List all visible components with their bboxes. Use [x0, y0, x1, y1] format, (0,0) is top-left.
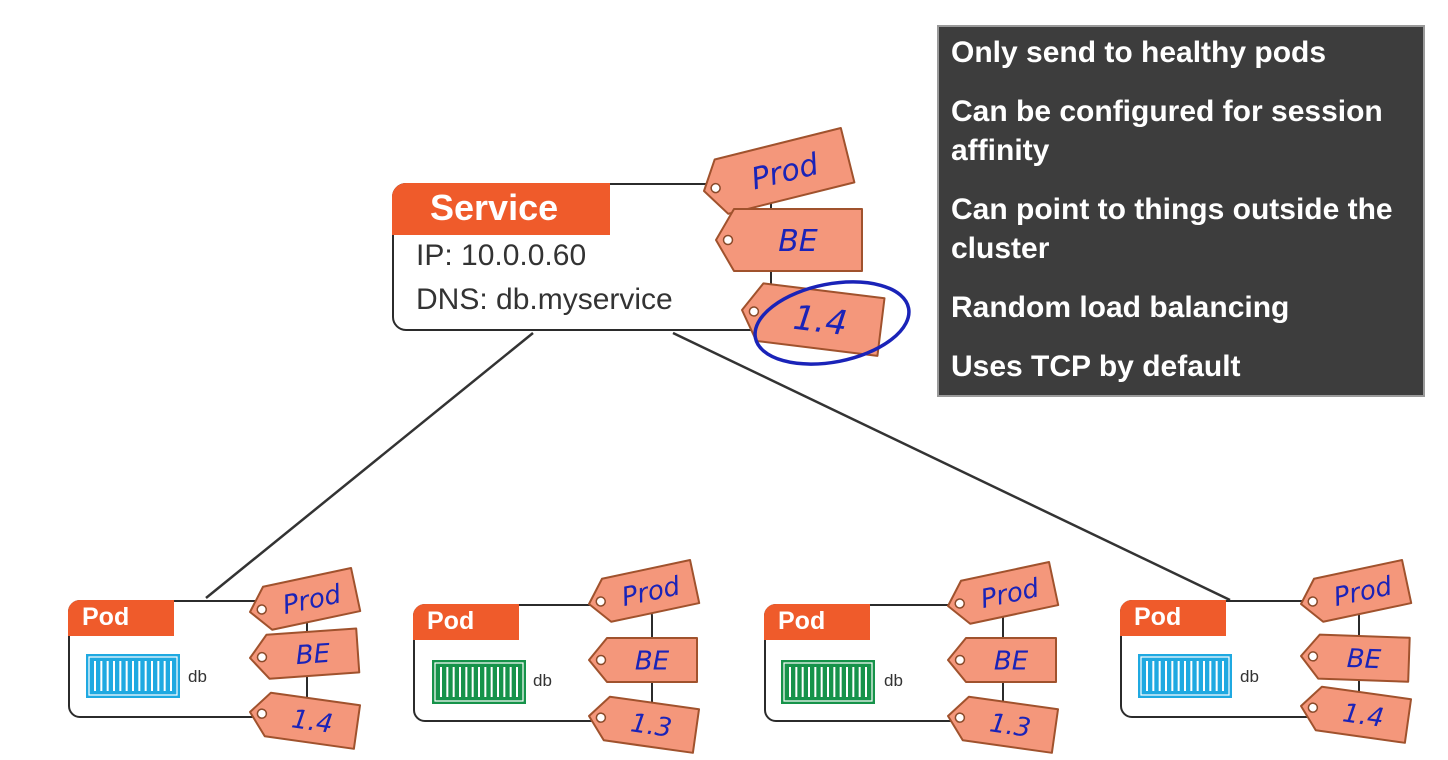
info-item: Only send to healthy pods: [951, 36, 1327, 69]
tag-hole-icon: [256, 604, 267, 615]
label-tag-text: 1.3: [629, 708, 674, 743]
container-icon: [1138, 654, 1232, 698]
label-tag: Prod: [947, 561, 1060, 625]
container-icon: [432, 660, 526, 704]
pod-container-label: db: [188, 667, 207, 686]
pod-container-label: db: [884, 671, 903, 690]
label-tag-shape: [588, 559, 701, 623]
info-item: Uses TCP by default: [951, 350, 1241, 383]
label-tag-text: 1.3: [988, 708, 1033, 743]
label-tag-shape: [947, 637, 1057, 683]
tag-hole-icon: [1307, 596, 1318, 607]
label-tag: 1.4: [1300, 685, 1413, 744]
pod-header: Pod: [1120, 600, 1226, 636]
label-tag-shape: [588, 695, 701, 754]
label-tag: BE: [588, 637, 698, 683]
info-item: Can point to things outside the cluster: [951, 193, 1393, 265]
label-tag-text: BE: [778, 224, 818, 259]
service-ip: IP: 10.0.0.60: [416, 239, 587, 272]
label-tag: Prod: [703, 127, 856, 215]
label-tag: BE: [715, 208, 863, 272]
tag-hole-icon: [595, 654, 607, 666]
label-tag-shape: [249, 567, 362, 631]
tag-hole-icon: [256, 708, 268, 719]
connector-line: [205, 332, 534, 599]
tag-hole-icon: [256, 651, 268, 663]
pod-container-label: db: [533, 671, 552, 690]
tag-hole-icon: [722, 234, 734, 246]
service-dns: DNS: db.myservice: [416, 283, 673, 316]
pod-header: Pod: [764, 604, 870, 640]
label-tag-text: BE: [994, 646, 1029, 676]
tag-hole-icon: [1307, 702, 1319, 713]
pod-header: Pod: [413, 604, 519, 640]
container-icon: [781, 660, 875, 704]
tag-hole-icon: [595, 596, 606, 607]
tag-hole-icon: [954, 598, 965, 609]
label-tag-shape: [1300, 559, 1413, 623]
label-tag-shape: [947, 695, 1060, 754]
label-tag-shape: [947, 561, 1060, 625]
info-panel: Only send to healthy pods Can be configu…: [937, 25, 1425, 397]
label-tag: BE: [249, 627, 361, 680]
label-tag-text: 1.4: [1341, 698, 1386, 733]
label-tag-text: BE: [295, 639, 332, 671]
label-tag: 1.3: [588, 695, 701, 754]
container-icon: [86, 654, 180, 698]
label-tag: Prod: [249, 567, 362, 631]
tag-hole-icon: [954, 654, 966, 666]
label-tag: 1.3: [947, 695, 1060, 754]
tag-hole-icon: [595, 712, 607, 723]
label-tag-text: 1.4: [290, 704, 335, 739]
annotation-circle: [753, 280, 911, 366]
info-item: Can be configured for session affinity: [951, 95, 1383, 167]
service-header: Service: [392, 183, 610, 235]
label-tag-text: 1.4: [791, 298, 850, 344]
label-tag-shape: [588, 637, 698, 683]
label-tag-shape: [1300, 685, 1413, 744]
label-tag: BE: [1300, 633, 1411, 683]
info-item: Random load balancing: [951, 291, 1290, 324]
tag-hole-icon: [1307, 651, 1319, 662]
pod-header: Pod: [68, 600, 174, 636]
tag-hole-icon: [954, 712, 966, 723]
label-tag: Prod: [588, 559, 701, 623]
label-tag: Prod: [1300, 559, 1413, 623]
label-tag: 1.4: [249, 691, 362, 750]
label-tag-shape: [1300, 633, 1411, 683]
label-tag-shape: [703, 127, 856, 215]
tag-hole-icon: [748, 306, 760, 317]
service-box: Service IP: 10.0.0.60 DNS: db.myservice: [392, 183, 772, 331]
label-tag-shape: [249, 627, 361, 680]
label-tag-text: BE: [635, 646, 670, 676]
label-tag: BE: [947, 637, 1057, 683]
label-tag-shape: [715, 208, 863, 272]
tag-hole-icon: [710, 182, 721, 194]
pod-container-label: db: [1240, 667, 1259, 686]
connector-line: [672, 331, 1231, 602]
label-tag-text: BE: [1346, 644, 1382, 675]
label-tag-shape: [249, 691, 362, 750]
